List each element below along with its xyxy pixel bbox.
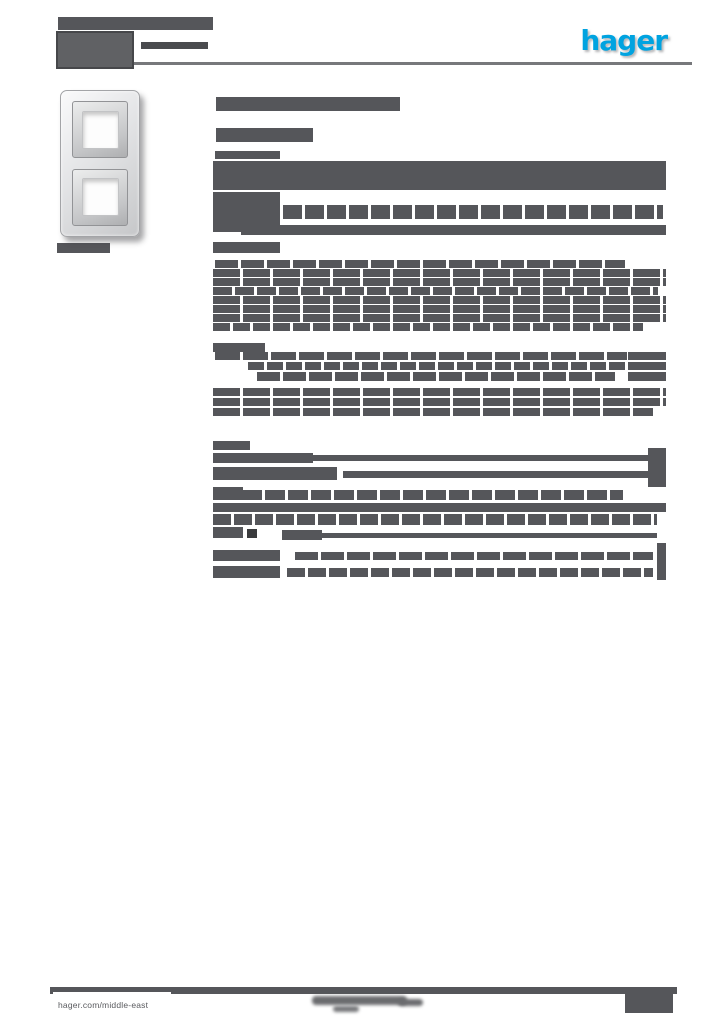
s1-band: [213, 161, 666, 190]
s1-label: [215, 151, 280, 159]
redacted-text-bar: [213, 305, 666, 313]
redacted-text-bar: [213, 514, 657, 525]
s4-value-col-top: [648, 448, 666, 487]
redacted-text-bar: [213, 388, 666, 396]
redacted-text-bar: [213, 467, 337, 480]
redacted-text-bar: [628, 372, 666, 381]
hager-logo: hager: [580, 24, 668, 57]
title-ref-box: [56, 31, 134, 69]
header-rule: [134, 62, 692, 65]
footer-scribble: [333, 1006, 359, 1012]
redacted-text-bar: [213, 269, 666, 277]
redacted-text-bar: [282, 530, 322, 540]
section-subheading: [216, 128, 313, 142]
color-swatch: [247, 529, 257, 538]
redacted-text-bar: [215, 260, 625, 268]
footer-website-box[interactable]: hager.com/middle-east: [53, 992, 171, 1017]
redacted-text-bar: [213, 398, 666, 406]
s4-heading: [213, 441, 250, 450]
redacted-text-bar: [628, 362, 666, 370]
redacted-text-bar: [322, 533, 657, 538]
redacted-text-bar: [213, 550, 280, 561]
figure-caption: [57, 243, 110, 253]
frame-window-bottom-opening: [81, 178, 119, 217]
redacted-text-bar: [295, 552, 653, 560]
product-heading: [216, 97, 400, 111]
redacted-text-bar: [242, 490, 623, 500]
footer-page-badge: [625, 994, 673, 1013]
footer-website-link[interactable]: hager.com/middle-east: [58, 999, 149, 1010]
frame-window-top: [72, 101, 128, 159]
s4-value-col-bottom: [657, 543, 666, 580]
redacted-text-bar: [213, 453, 313, 463]
redacted-text-bar: [343, 471, 648, 478]
redacted-text-bar: [213, 566, 280, 578]
frame-window-bottom: [72, 168, 128, 226]
redacted-text-bar: [248, 362, 625, 370]
footer-scribble: [312, 996, 407, 1005]
redacted-text-bar: [213, 487, 243, 500]
redacted-text-bar: [213, 287, 658, 295]
s1-row: [283, 205, 663, 219]
redacted-text-bar: [213, 296, 666, 304]
redacted-text-bar: [213, 278, 666, 286]
redacted-text-bar: [213, 323, 643, 331]
s2-heading: [213, 242, 280, 253]
redacted-text-bar: [213, 527, 243, 538]
redacted-text-bar: [287, 568, 653, 577]
redacted-text-bar: [213, 408, 653, 416]
product-photo: [60, 90, 140, 237]
footer-scribble: [398, 999, 423, 1006]
title-small-text: [141, 42, 208, 49]
redacted-text-bar: [215, 352, 627, 360]
redacted-text-bar: [257, 372, 615, 381]
footer-bar: [50, 987, 677, 994]
s3-heading: [213, 343, 265, 352]
title-line-1: [58, 17, 213, 30]
redacted-text-bar: [628, 352, 666, 360]
redacted-text-bar: [313, 455, 648, 461]
s1-band-2: [241, 225, 666, 235]
s4-full-rule: [213, 503, 666, 512]
redacted-text-bar: [213, 314, 666, 322]
frame-window-top-opening: [81, 110, 119, 149]
